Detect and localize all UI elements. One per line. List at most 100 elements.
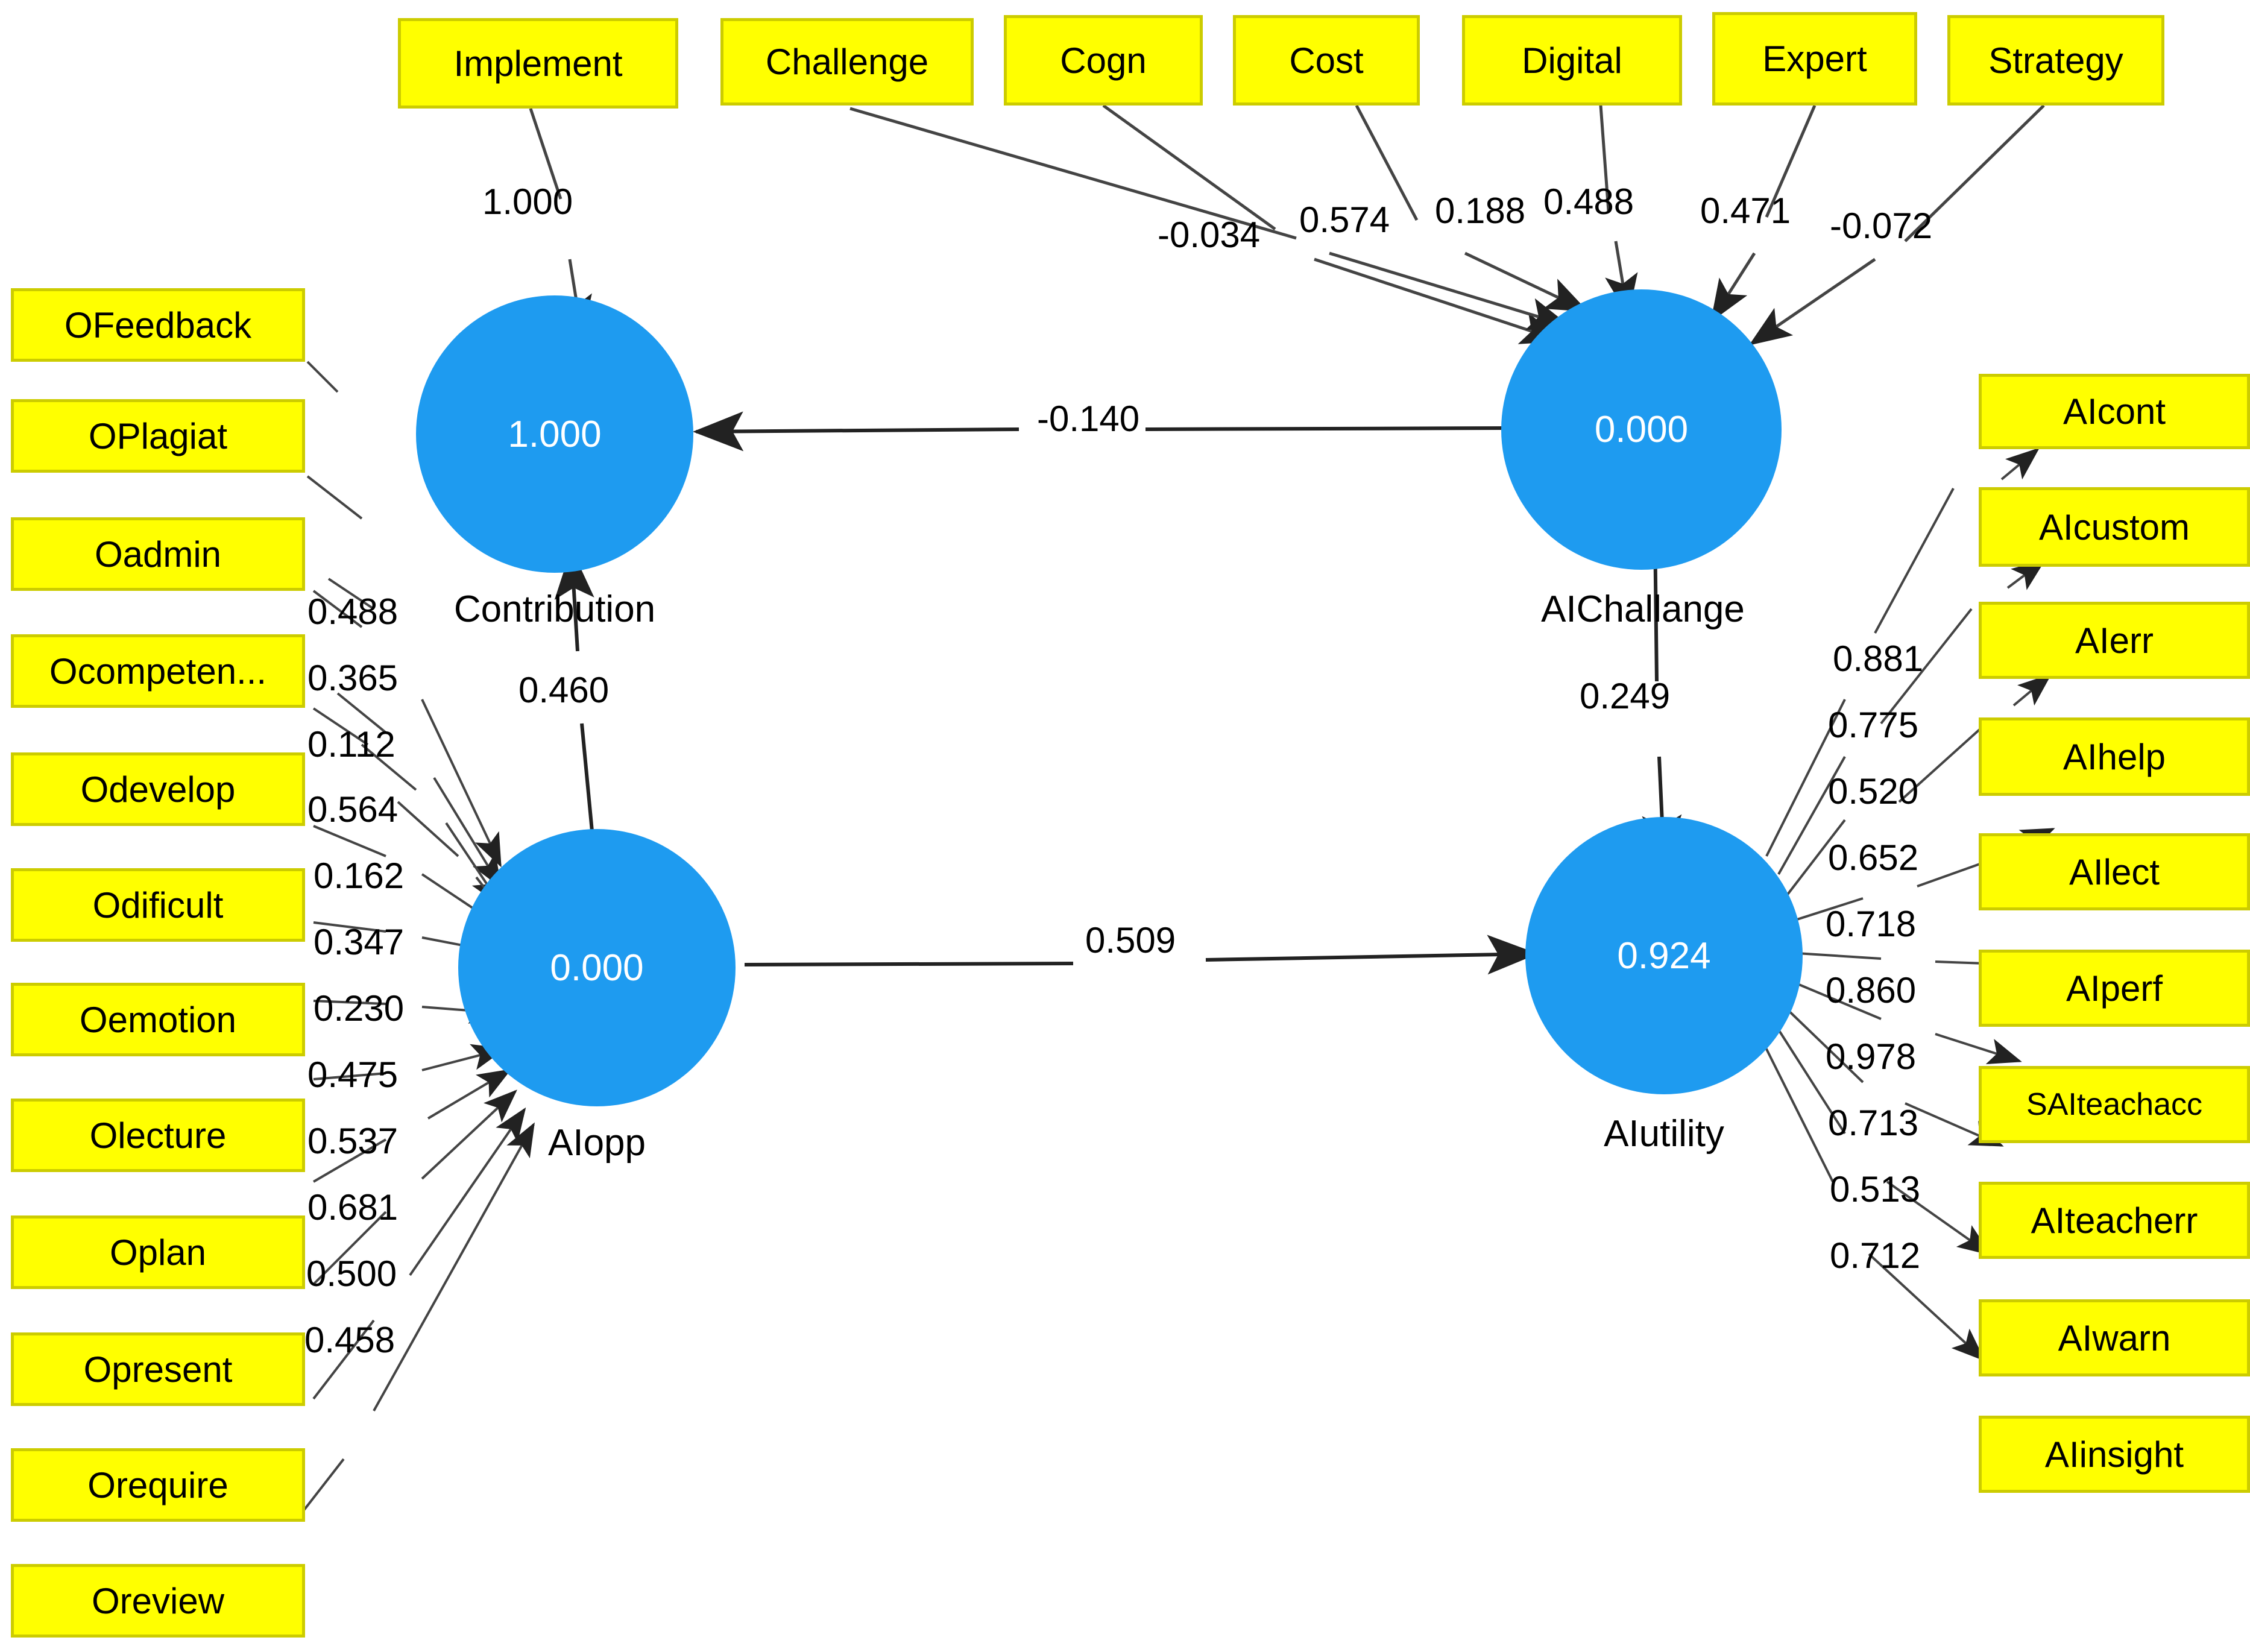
- indicator-label: AIinsight: [2044, 1434, 2184, 1475]
- coef-ocompeten: 0.564: [307, 789, 399, 830]
- indicator-label: AIperf: [2066, 968, 2163, 1009]
- indicator-label: Digital: [1522, 40, 1622, 81]
- indicator-label: Expert: [1762, 39, 1867, 79]
- coef-aicont: 0.881: [1833, 638, 1924, 679]
- indicator-label: Cost: [1289, 40, 1364, 81]
- indicator-box-odevelop[interactable]: Odevelop: [11, 752, 305, 826]
- coef-saiteachacc: 0.978: [1826, 1036, 1917, 1077]
- indicator-box-aiinsight[interactable]: AIinsight: [1979, 1416, 2250, 1493]
- path-coef-aiopp-contribution: 0.460: [518, 670, 610, 710]
- indicator-box-oplagiat[interactable]: OPlagiat: [11, 399, 305, 473]
- construct-contribution[interactable]: 1.000: [416, 295, 693, 573]
- path-coef-aiopp-aiutility: 0.509: [1085, 920, 1176, 960]
- coef-oemotion: 0.230: [314, 988, 405, 1029]
- coef-opresent: 0.681: [307, 1187, 399, 1228]
- indicator-box-ailect[interactable]: AIlect: [1979, 833, 2250, 910]
- construct-aiopp[interactable]: 0.000: [458, 829, 736, 1106]
- indicator-box-cost[interactable]: Cost: [1233, 15, 1420, 106]
- coef-aihelp: 0.652: [1828, 837, 1919, 878]
- indicator-label: AIcustom: [2038, 506, 2190, 547]
- indicator-label: Implement: [453, 43, 623, 84]
- construct-aichallange[interactable]: 0.000: [1501, 289, 1782, 570]
- coef-aiwarn: 0.513: [1830, 1169, 1921, 1209]
- construct-label-contribution: Contribution: [453, 588, 656, 630]
- indicator-box-ofeedback[interactable]: OFeedback: [11, 288, 305, 362]
- indicator-box-aiwarn[interactable]: AIwarn: [1979, 1299, 2250, 1376]
- construct-value: 1.000: [508, 413, 602, 455]
- construct-label-aichallange: AIChallange: [1541, 588, 1745, 630]
- coef-oreview: 0.458: [304, 1320, 395, 1360]
- coef-orequire: 0.500: [306, 1253, 397, 1294]
- indicator-label: Cogn: [1060, 40, 1147, 81]
- indicator-label: SAIteachacc: [2026, 1087, 2202, 1122]
- indicator-box-expert[interactable]: Expert: [1712, 12, 1917, 106]
- indicator-box-aicont[interactable]: AIcont: [1979, 374, 2250, 449]
- indicator-box-aierr[interactable]: AIerr: [1979, 602, 2250, 679]
- indicator-box-oreview[interactable]: Oreview: [11, 1564, 305, 1638]
- indicator-label: AIteacherr: [2031, 1200, 2198, 1241]
- construct-aiutility[interactable]: 0.924: [1525, 817, 1803, 1094]
- indicator-box-aicustom[interactable]: AIcustom: [1979, 487, 2250, 567]
- indicator-label: Odificult: [92, 884, 224, 925]
- coef-oplan: 0.537: [307, 1121, 399, 1161]
- indicator-box-orequire[interactable]: Orequire: [11, 1448, 305, 1522]
- indicator-box-olecture[interactable]: Olecture: [11, 1099, 305, 1172]
- indicator-label: Ocompeten...: [49, 651, 267, 692]
- indicator-box-aihelp[interactable]: AIhelp: [1979, 717, 2250, 796]
- indicator-label: Oemotion: [79, 999, 237, 1040]
- indicator-box-saiteachacc[interactable]: SAIteachacc: [1979, 1066, 2250, 1143]
- indicator-label: AIerr: [2075, 620, 2154, 661]
- indicator-box-challenge[interactable]: Challenge: [720, 18, 974, 106]
- indicator-label: Strategy: [1988, 40, 2123, 81]
- indicator-box-ocompeten[interactable]: Ocompeten...: [11, 634, 305, 708]
- indicator-box-oemotion[interactable]: Oemotion: [11, 983, 305, 1056]
- coef-aierr: 0.520: [1828, 771, 1919, 812]
- indicator-label: Orequire: [87, 1464, 228, 1505]
- indicator-label: AIcont: [2062, 391, 2166, 432]
- indicator-box-aiperf[interactable]: AIperf: [1979, 950, 2250, 1027]
- indicator-box-digital[interactable]: Digital: [1462, 15, 1682, 106]
- indicator-label: AIhelp: [2062, 736, 2166, 777]
- path-coef-aichallange-contribution: -0.140: [1037, 399, 1140, 439]
- indicator-label: Olecture: [89, 1115, 227, 1156]
- coef-oadmin: 0.112: [307, 724, 395, 765]
- indicator-label: AIlect: [2069, 851, 2160, 892]
- construct-label-aiutility: AIutility: [1604, 1113, 1724, 1155]
- construct-label-aiopp: AIopp: [547, 1122, 646, 1164]
- indicator-label: Oadmin: [94, 534, 222, 575]
- coef-ofeedback: 0.488: [307, 591, 399, 632]
- coef-aicustom: 0.775: [1828, 705, 1919, 745]
- path-coef-aichallange-aiutility: 0.249: [1580, 676, 1671, 716]
- coef-oplagiat: 0.365: [307, 658, 399, 698]
- coef-digital: 0.488: [1543, 181, 1634, 222]
- coef-implement: 1.000: [482, 181, 573, 222]
- construct-value: 0.000: [550, 947, 644, 989]
- indicator-label: Oreview: [91, 1580, 225, 1621]
- coef-aiperf: 0.860: [1826, 970, 1917, 1010]
- indicator-label: Opresent: [83, 1349, 233, 1390]
- indicator-label: OPlagiat: [88, 415, 228, 456]
- indicator-label: OFeedback: [64, 304, 252, 345]
- coef-challenge: -0.034: [1158, 215, 1261, 255]
- indicator-label: AIwarn: [2058, 1317, 2171, 1358]
- coef-odevelop: 0.162: [314, 856, 405, 896]
- coef-cost: 0.188: [1435, 191, 1526, 231]
- coef-odificult: 0.347: [314, 922, 405, 962]
- indicator-label: Odevelop: [80, 769, 236, 810]
- indicator-box-cogn[interactable]: Cogn: [1004, 15, 1203, 106]
- indicator-box-opresent[interactable]: Opresent: [11, 1332, 305, 1406]
- indicator-label: Challenge: [765, 42, 929, 82]
- indicator-box-odificult[interactable]: Odificult: [11, 868, 305, 942]
- indicator-box-implement[interactable]: Implement: [398, 18, 678, 109]
- construct-value: 0.924: [1617, 935, 1711, 977]
- indicator-box-strategy[interactable]: Strategy: [1947, 15, 2164, 106]
- coef-ailect: 0.718: [1826, 904, 1917, 944]
- coef-expert: 0.471: [1700, 191, 1791, 231]
- coef-olecture: 0.475: [307, 1055, 399, 1095]
- construct-value: 0.000: [1594, 409, 1689, 450]
- indicator-box-aiteacherr[interactable]: AIteacherr: [1979, 1182, 2250, 1259]
- indicator-box-oadmin[interactable]: Oadmin: [11, 517, 305, 591]
- coef-strategy: -0.072: [1830, 206, 1933, 246]
- indicator-box-oplan[interactable]: Oplan: [11, 1215, 305, 1289]
